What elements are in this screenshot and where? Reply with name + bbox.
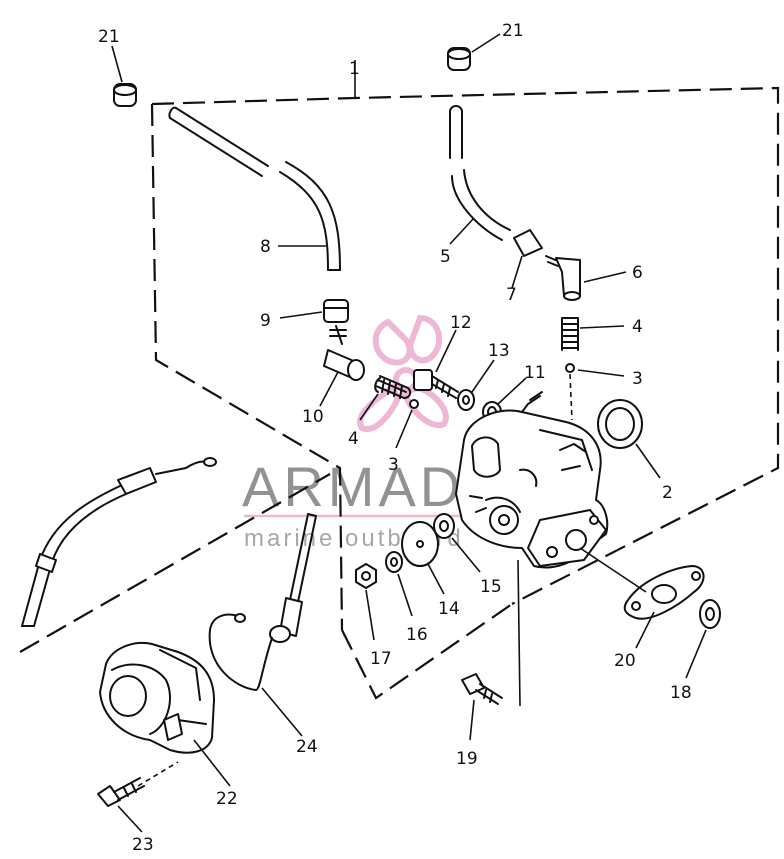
hose-5 (449, 105, 511, 241)
spring-4-left (374, 375, 412, 399)
callout-6: 6 (632, 263, 643, 283)
assembly-boundary-lower (19, 473, 513, 700)
nut-17 (355, 563, 377, 589)
bolt-19 (461, 673, 503, 705)
callout-8: 8 (260, 237, 271, 257)
cover-22 (99, 642, 215, 754)
washer-13 (457, 389, 475, 411)
oil-seal-2 (597, 399, 643, 449)
callout-17: 17 (370, 649, 392, 669)
fuel-line-left (21, 457, 217, 627)
gasket-20 (623, 565, 705, 620)
callout-10: 10 (302, 407, 324, 427)
washer-16 (385, 551, 403, 573)
callout-16: 16 (406, 625, 428, 645)
leader-16 (397, 573, 413, 617)
leader-18 (685, 629, 707, 679)
leader-9 (279, 311, 323, 319)
leader-10 (319, 371, 339, 407)
bolt-23 (97, 777, 145, 807)
leader-23 (117, 805, 143, 833)
leader-22 (193, 739, 231, 787)
leader-17 (365, 589, 375, 641)
callout-1: 1 (349, 59, 360, 79)
callout-20: 20 (614, 651, 636, 671)
leader-20b (635, 611, 655, 649)
callout-9: 9 (260, 311, 271, 331)
axis-right (569, 373, 573, 421)
leader-24 (261, 687, 303, 737)
axis-19 (517, 559, 521, 707)
leader-7 (511, 255, 523, 289)
hose-8 (168, 106, 341, 271)
callout-21-right: 21 (502, 21, 524, 41)
leader-21-left (111, 45, 123, 83)
pump-body (455, 391, 609, 569)
diaphragm-14 (401, 521, 439, 567)
leader-3-right (577, 369, 625, 377)
callout-18: 18 (670, 683, 692, 703)
callout-4-right: 4 (632, 317, 643, 337)
callout-5: 5 (440, 247, 451, 267)
leader-15 (451, 537, 481, 573)
callout-13: 13 (488, 341, 510, 361)
leader-5 (449, 217, 475, 245)
callout-3-right: 3 (632, 369, 643, 389)
washer-15 (433, 513, 455, 539)
bolt-12 (413, 369, 459, 399)
washer-18 (699, 599, 721, 629)
leader-4-left (359, 393, 379, 421)
leader-6 (583, 271, 627, 283)
spring-4-right (561, 317, 579, 351)
callout-2: 2 (662, 483, 673, 503)
assembly-boundary-upper (150, 86, 780, 631)
leader-4-right (579, 325, 625, 329)
callout-12: 12 (450, 313, 472, 333)
propeller-logo (357, 314, 449, 432)
callout-19: 19 (456, 749, 478, 769)
leader-21-right (471, 33, 501, 53)
axis-22 (137, 761, 179, 787)
callout-labels: 21 21 8 9 10 5 7 6 12 13 11 4 3 4 3 2 15… (98, 21, 692, 855)
leader-3-left (395, 409, 413, 449)
callout-11: 11 (524, 363, 546, 383)
leader-13 (471, 359, 495, 393)
elbow-6 (545, 255, 581, 301)
callout-15: 15 (480, 577, 502, 597)
callout-4-left: 4 (348, 429, 359, 449)
leader-14 (427, 563, 445, 595)
callout-7: 7 (506, 285, 517, 305)
fitting-7 (513, 229, 543, 257)
callout-14: 14 (438, 599, 460, 619)
cap-21-right (447, 47, 471, 71)
leader-2 (635, 443, 661, 479)
callout-23: 23 (132, 835, 154, 855)
sensor-24 (208, 513, 317, 691)
elbow-fitting-10 (323, 325, 365, 381)
leader-19 (469, 699, 475, 741)
leader-11 (497, 377, 527, 405)
leader-12 (435, 329, 457, 373)
callout-22: 22 (216, 789, 238, 809)
callout-24: 24 (296, 737, 318, 757)
leader-20 (579, 547, 647, 593)
callout-3-left: 3 (388, 455, 399, 475)
callout-21-left: 21 (98, 27, 120, 47)
ball-3-left (409, 399, 419, 409)
cap-21-left (113, 83, 137, 107)
ball-3-right (565, 363, 575, 373)
nut-9 (323, 299, 349, 323)
